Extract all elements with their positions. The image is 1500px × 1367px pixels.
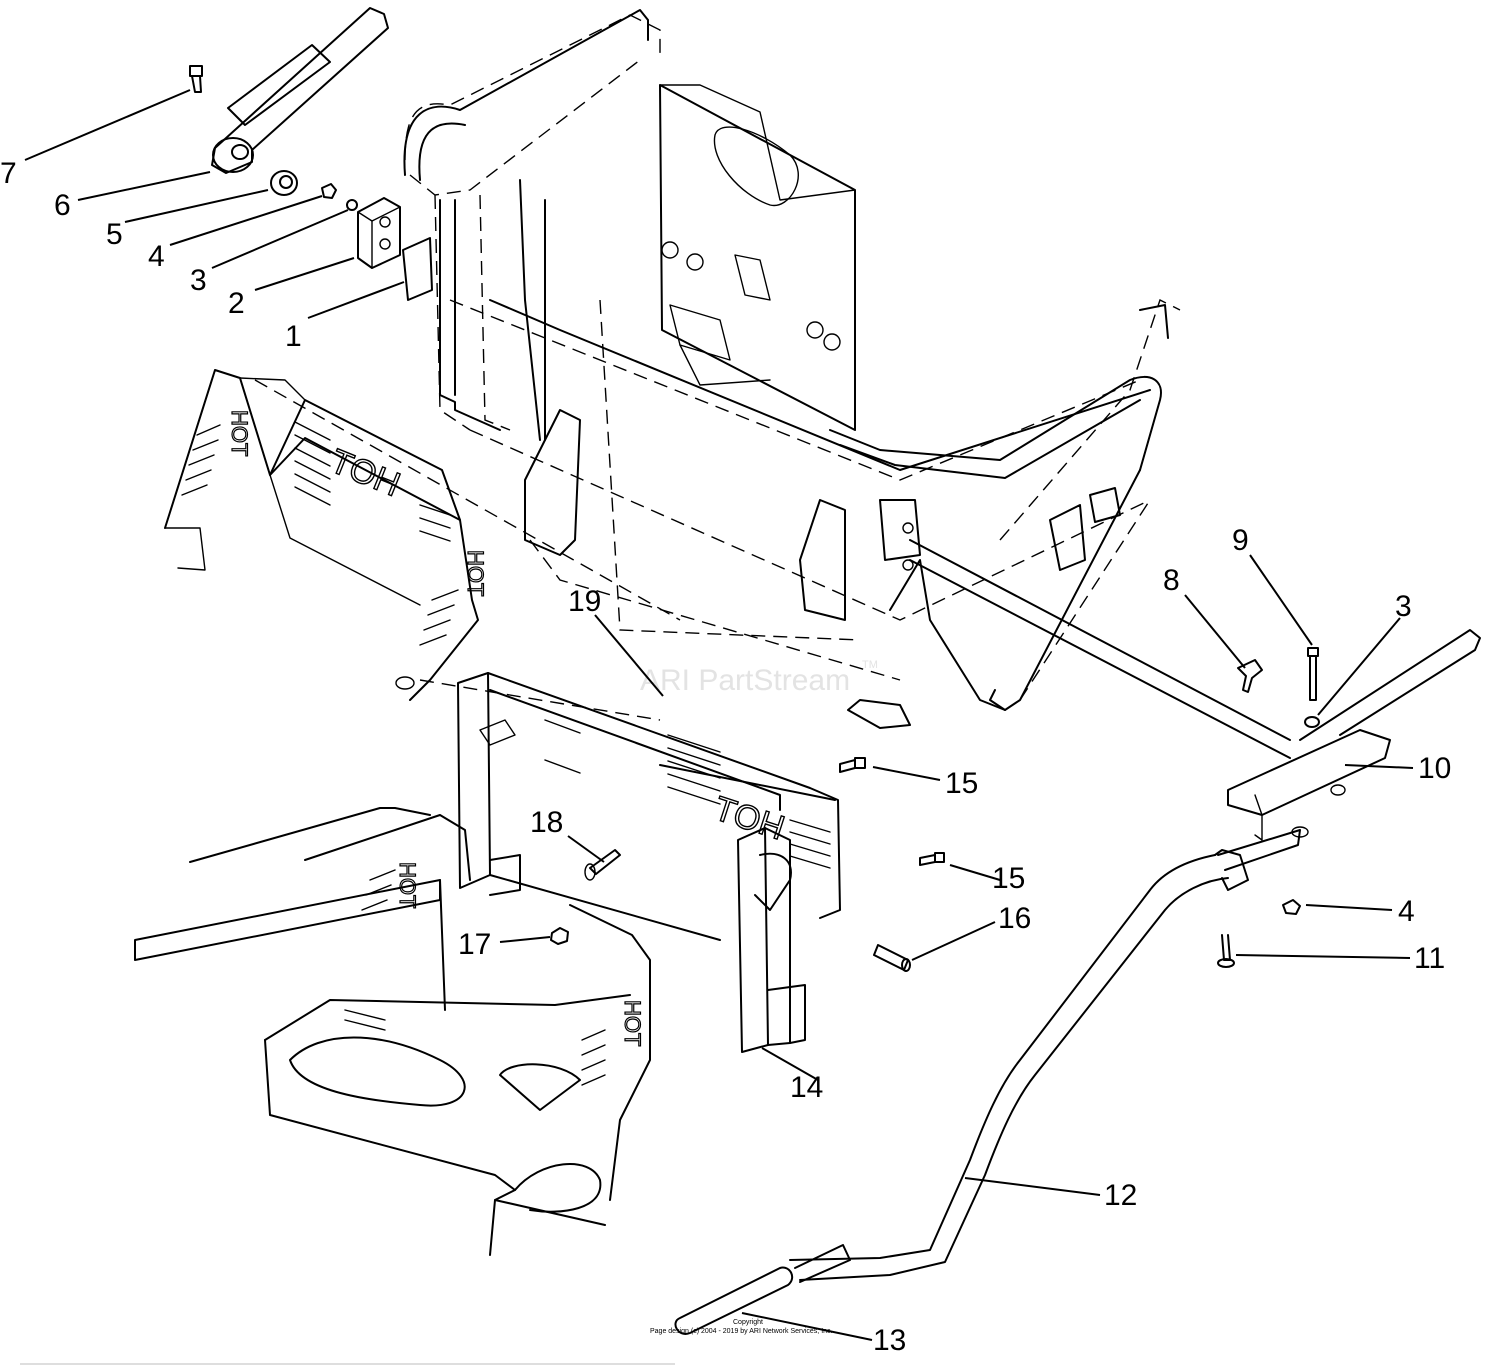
callout-7: 7 bbox=[0, 157, 17, 190]
knob-8 bbox=[1237, 659, 1263, 693]
callout-5: 5 bbox=[106, 218, 123, 251]
stencil-hot-lower-2: HOT bbox=[620, 1000, 645, 1046]
callout-19: 19 bbox=[568, 585, 601, 618]
arm-weldment-10 bbox=[1227, 629, 1481, 841]
stencil-hot-left-1: HOT bbox=[227, 410, 252, 456]
footer-page-design: Page design (c) 2004 - 2019 by ARI Netwo… bbox=[650, 1328, 833, 1335]
main-frame bbox=[403, 9, 1169, 729]
cross-shaft bbox=[909, 539, 1291, 759]
callout-6: 6 bbox=[54, 189, 71, 222]
watermark-text: ARI PartStream bbox=[640, 664, 850, 697]
callout-18: 18 bbox=[530, 806, 563, 839]
callout-17: 17 bbox=[458, 928, 491, 961]
spacer-16 bbox=[873, 944, 911, 972]
callout-4-right: 4 bbox=[1398, 895, 1415, 928]
stencil-toh-left: TOH bbox=[325, 442, 405, 504]
seat-plate bbox=[659, 84, 856, 431]
nut-4-right bbox=[1282, 899, 1301, 915]
watermark-trademark: TM bbox=[862, 659, 878, 671]
block-2 bbox=[357, 197, 401, 269]
footer-copyright: Copyright bbox=[733, 1319, 763, 1326]
callout-15-upper: 15 bbox=[945, 767, 978, 800]
stencil-hot-lower-1: HOT bbox=[395, 862, 420, 908]
post-14 bbox=[489, 827, 806, 1053]
bolt-11 bbox=[1217, 934, 1235, 968]
callout-13: 13 bbox=[873, 1324, 906, 1357]
callout-labels: 7 6 5 4 3 2 1 9 8 3 10 19 15 18 15 16 4 … bbox=[0, 157, 1451, 1357]
nut-4-top bbox=[321, 183, 337, 199]
washer-3-right bbox=[1304, 716, 1320, 728]
bushing-5 bbox=[270, 170, 298, 196]
callout-2: 2 bbox=[228, 287, 245, 320]
stencil-hot-left-2: HOT bbox=[463, 550, 488, 596]
heat-shield-left: TOH HOT HOT bbox=[164, 369, 489, 701]
callout-12: 12 bbox=[1104, 1179, 1137, 1212]
bolt-7 bbox=[189, 65, 203, 93]
callout-15-lower: 15 bbox=[992, 862, 1025, 895]
mount-bracket-19: TOH bbox=[457, 672, 841, 941]
callout-14: 14 bbox=[790, 1071, 823, 1104]
control-arm-left bbox=[211, 7, 389, 174]
pin-18 bbox=[584, 849, 621, 881]
nut-17 bbox=[550, 927, 569, 945]
main-frame-phantom bbox=[254, 14, 1181, 721]
stencil-toh-center: TOH bbox=[710, 789, 789, 847]
vent-slots-lower bbox=[344, 869, 606, 1086]
bolt-15-lower bbox=[919, 852, 945, 866]
callout-10: 10 bbox=[1418, 752, 1451, 785]
lower-frame-left: HOT HOT bbox=[134, 807, 651, 1256]
callout-9: 9 bbox=[1232, 524, 1249, 557]
washer-3-top bbox=[346, 199, 358, 211]
grip-13 bbox=[674, 1244, 851, 1335]
vent-slots-19 bbox=[667, 734, 831, 869]
bolt-15-upper bbox=[839, 757, 866, 773]
callout-16: 16 bbox=[998, 902, 1031, 935]
callout-11: 11 bbox=[1414, 942, 1445, 975]
vent-slots-left bbox=[181, 421, 459, 646]
callout-1: 1 bbox=[285, 320, 302, 353]
leader-lines bbox=[24, 89, 1414, 1341]
callout-8: 8 bbox=[1163, 564, 1180, 597]
bolt-9 bbox=[1307, 647, 1319, 701]
callout-4-top: 4 bbox=[148, 240, 165, 273]
callout-3-top: 3 bbox=[190, 264, 207, 297]
lever-tube-12 bbox=[789, 826, 1309, 1281]
bracket-1 bbox=[402, 237, 433, 301]
callout-3-right: 3 bbox=[1395, 590, 1412, 623]
